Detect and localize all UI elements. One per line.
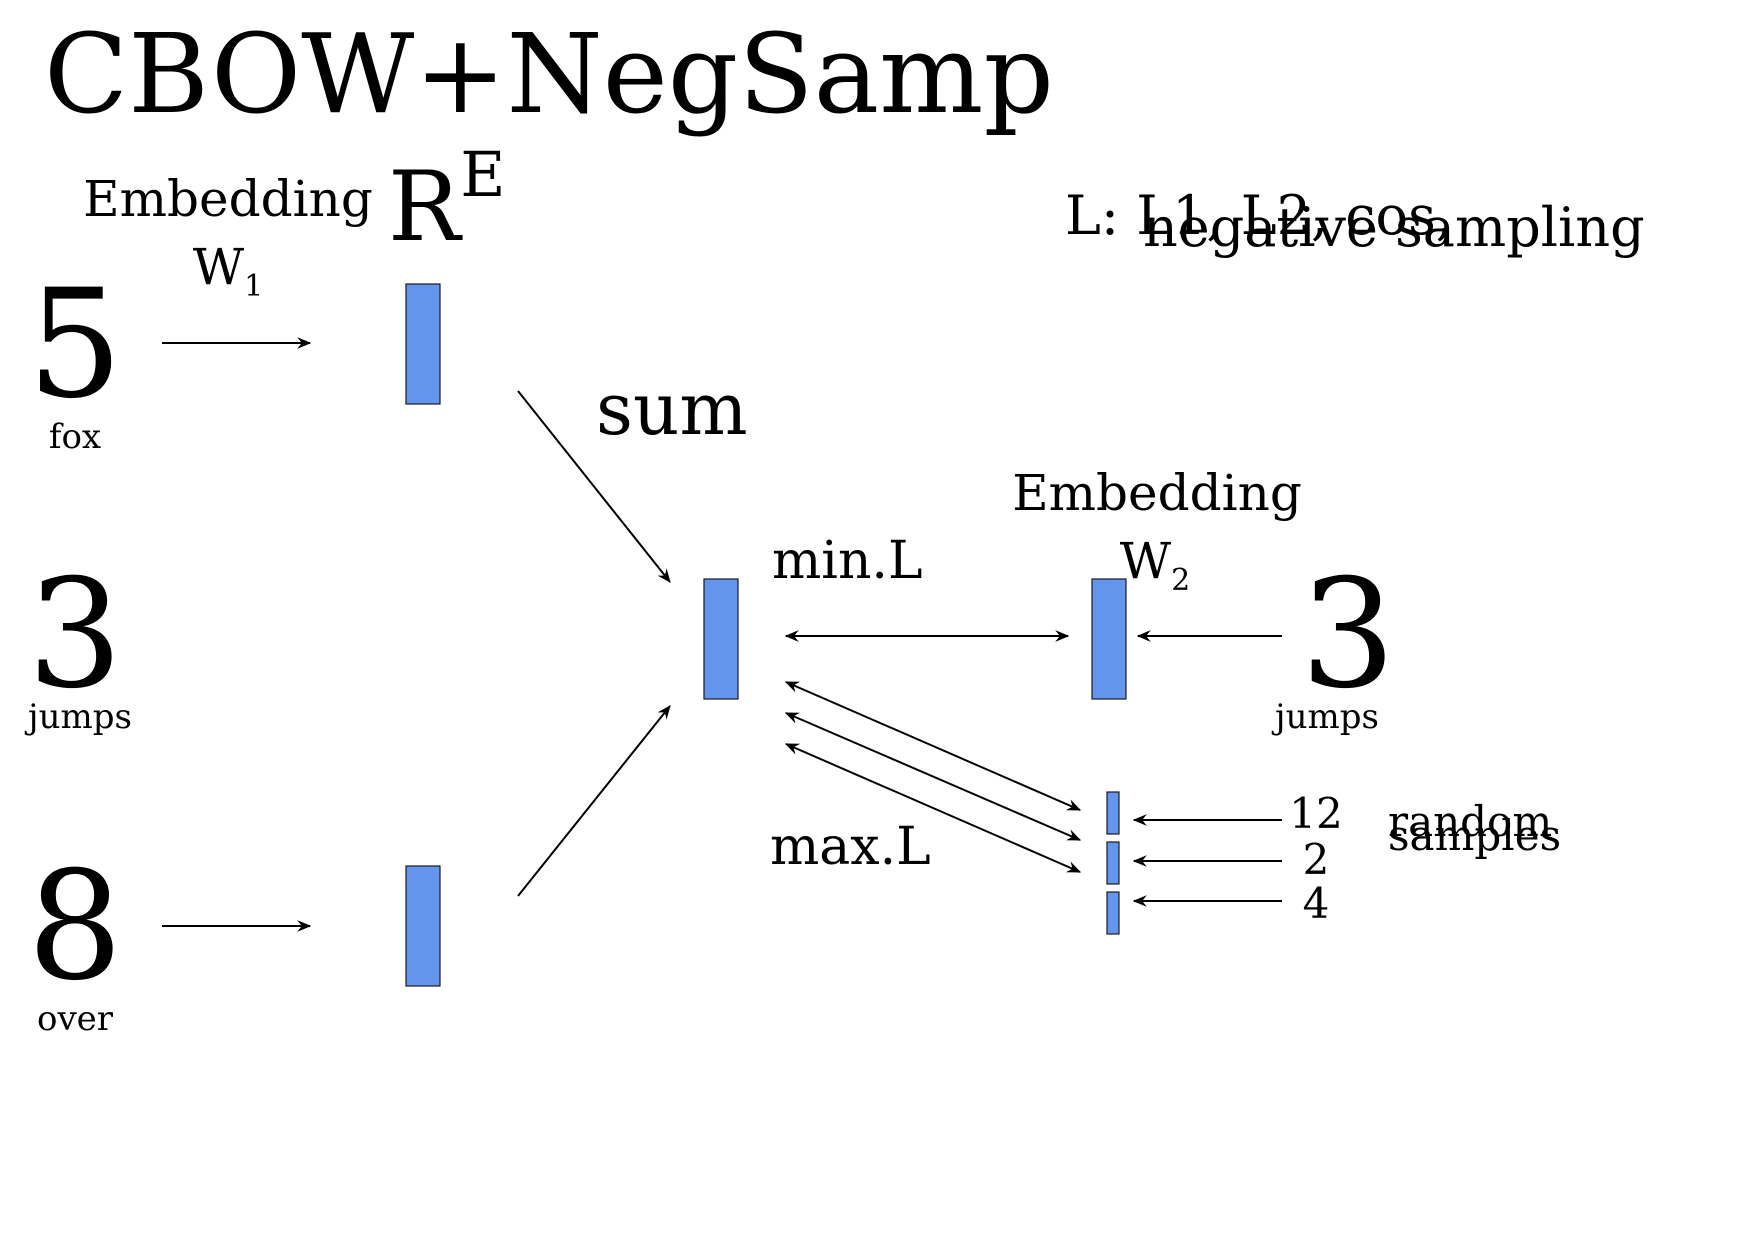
maximize-loss-label: max.L [770, 817, 931, 877]
input-index-jumps: 3 [27, 548, 122, 722]
context-vector [703, 578, 739, 700]
negative-pair-arrow-3 [784, 743, 1082, 873]
input-word-label-jumps: jumps [24, 697, 132, 737]
loss-functions-note: L: L1, L2, cos, [1065, 184, 1453, 247]
minimize-loss-label: min.L [772, 531, 923, 591]
embedding-space-label: RE [388, 138, 506, 263]
negative-vector-3 [1106, 891, 1120, 935]
input-word-label-fox: fox [49, 417, 101, 457]
embedding-right-matrix: W2 [1120, 532, 1191, 598]
input-word-fox: 5 fox [27, 258, 122, 457]
input-index-fox: 5 [27, 258, 122, 432]
sum-label: sum [596, 367, 748, 451]
embedding-right-label: Embedding [1012, 464, 1302, 522]
negative-pair-arrow-1 [784, 681, 1082, 811]
embedding-left-matrix: W1 [193, 238, 264, 304]
negative-sampling-note: negative sampling [1143, 196, 1645, 259]
target-word-jumps: 3 jumps [1271, 548, 1396, 737]
negative-index-2: 2 [1303, 835, 1330, 884]
negative-index-1: 12 [1289, 789, 1342, 838]
target-embedding-vector [1091, 578, 1127, 700]
negative-vector-2 [1106, 841, 1120, 885]
input-word-label-over: over [37, 999, 114, 1039]
sum-arrow-top [517, 390, 671, 583]
negative-vector-1 [1106, 791, 1120, 835]
diagram-title: CBOW+NegSamp [44, 10, 1054, 138]
target-index: 3 [1300, 548, 1395, 722]
input-word-jumps: 3 jumps [24, 548, 132, 737]
input-word-over: 8 over [27, 840, 122, 1039]
embedding-left-label: Embedding [83, 170, 373, 228]
random-label: random [1388, 797, 1552, 846]
embedding-vector-fox [405, 283, 441, 405]
target-word-label: jumps [1271, 697, 1379, 737]
sum-arrow-bottom [517, 705, 671, 897]
input-index-over: 8 [27, 840, 122, 1014]
samples-label: samples [1388, 811, 1561, 860]
negative-index-3: 4 [1303, 879, 1330, 928]
embedding-vector-over [405, 865, 441, 987]
